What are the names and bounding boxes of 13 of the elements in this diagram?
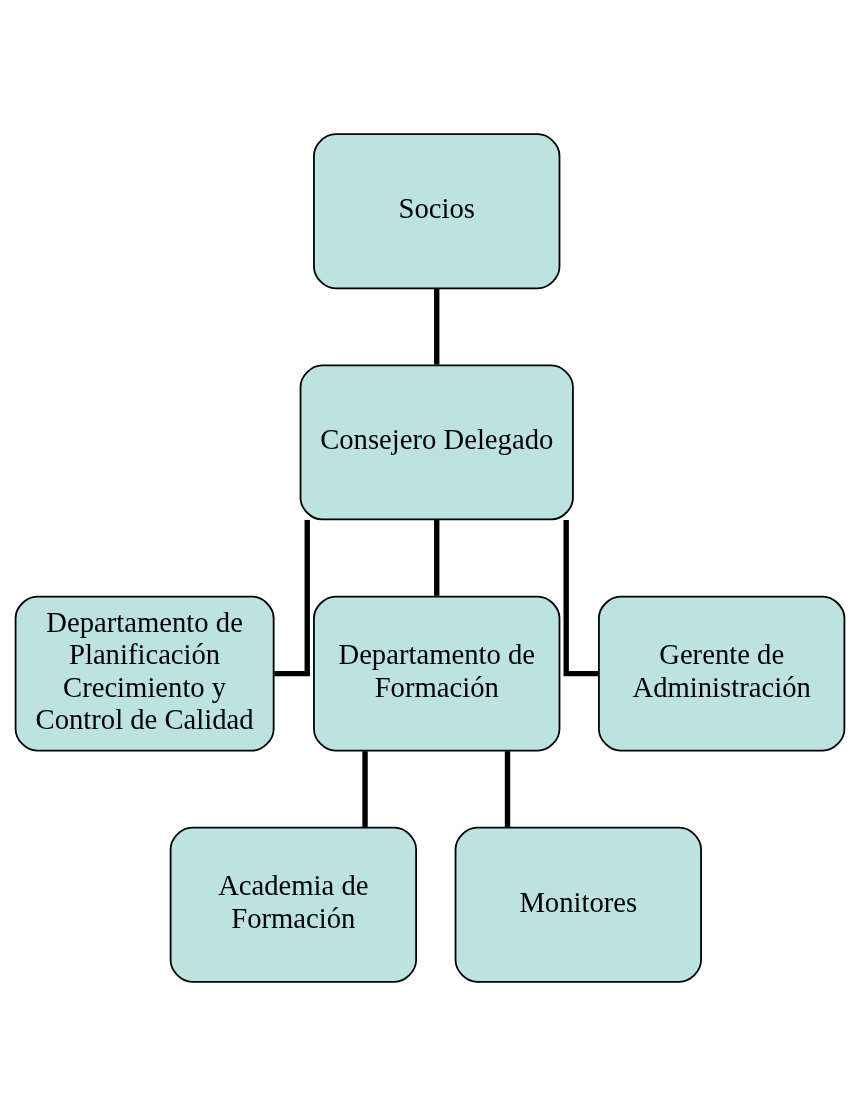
connector: [434, 288, 440, 365]
node-box: Academia de Formación: [169, 826, 417, 983]
connector: [434, 519, 440, 596]
connector: [504, 750, 511, 827]
node-box: Gerente de Administración: [598, 595, 846, 752]
node-box: Socios: [313, 132, 561, 289]
connector: [274, 519, 310, 676]
node-box: Consejero Delegado: [299, 363, 574, 520]
node-box: Monitores: [454, 826, 702, 983]
node-box: Departamento de Formación: [313, 595, 561, 752]
node-box: Departamento de Planificación Crecimiento y Control de Calidad: [14, 595, 275, 752]
connector: [362, 750, 368, 827]
connector: [563, 519, 599, 676]
